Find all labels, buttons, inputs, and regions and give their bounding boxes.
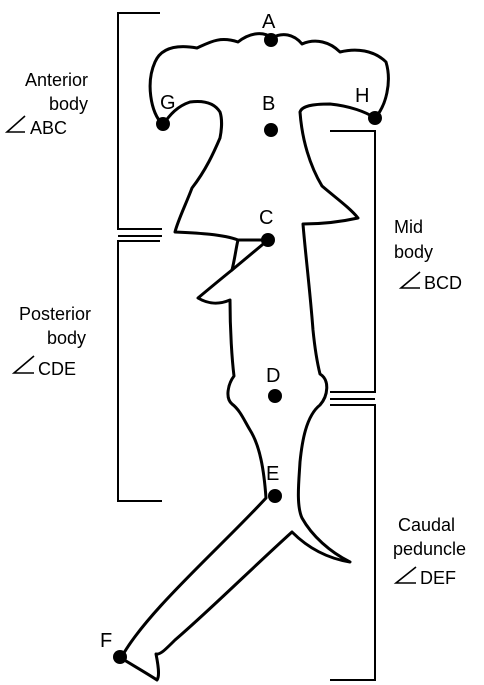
point-c-dot xyxy=(261,233,275,247)
posterior-body-label: Posterior body CDE xyxy=(14,304,91,379)
anterior-line1: Anterior xyxy=(25,70,88,90)
point-a-label: A xyxy=(262,11,276,33)
point-f-dot xyxy=(113,650,127,664)
caudal-peduncle-label: Caudal peduncle DEF xyxy=(393,515,466,588)
point-h-label: H xyxy=(355,85,369,107)
angle-symbol-icon xyxy=(7,116,25,132)
angle-symbol-icon xyxy=(14,356,34,373)
mid-bracket xyxy=(330,131,375,392)
caudal-angle: DEF xyxy=(420,568,456,588)
point-d-label: D xyxy=(266,365,280,387)
point-h-dot xyxy=(368,111,382,125)
mid-line2: body xyxy=(394,242,433,262)
anterior-angle: ABC xyxy=(30,118,67,138)
posterior-bracket xyxy=(118,241,162,501)
landmark-points xyxy=(113,33,382,664)
point-e-label: E xyxy=(266,463,279,485)
point-b-dot xyxy=(264,123,278,137)
point-e-dot xyxy=(268,489,282,503)
posterior-line2: body xyxy=(47,328,86,348)
angle-symbol-icon xyxy=(396,567,416,583)
caudal-line2: peduncle xyxy=(393,539,466,559)
point-c-label: C xyxy=(259,207,273,229)
posterior-angle: CDE xyxy=(38,359,76,379)
point-d-dot xyxy=(268,389,282,403)
point-g-label: G xyxy=(160,92,176,114)
point-b-label: B xyxy=(262,93,275,115)
mid-line1: Mid xyxy=(394,217,423,237)
anterior-bracket xyxy=(118,13,162,229)
caudal-bracket xyxy=(330,405,375,680)
angle-symbol-icon xyxy=(401,272,420,288)
point-f-label: F xyxy=(100,630,112,652)
anterior-line2: body xyxy=(49,94,88,114)
mid-body-label: Mid body BCD xyxy=(394,217,462,293)
mid-angle: BCD xyxy=(424,273,462,293)
caudal-line1: Caudal xyxy=(398,515,455,535)
point-a-dot xyxy=(264,33,278,47)
posterior-line1: Posterior xyxy=(19,304,91,324)
anterior-body-label: Anterior body ABC xyxy=(7,70,88,138)
point-g-dot xyxy=(156,117,170,131)
